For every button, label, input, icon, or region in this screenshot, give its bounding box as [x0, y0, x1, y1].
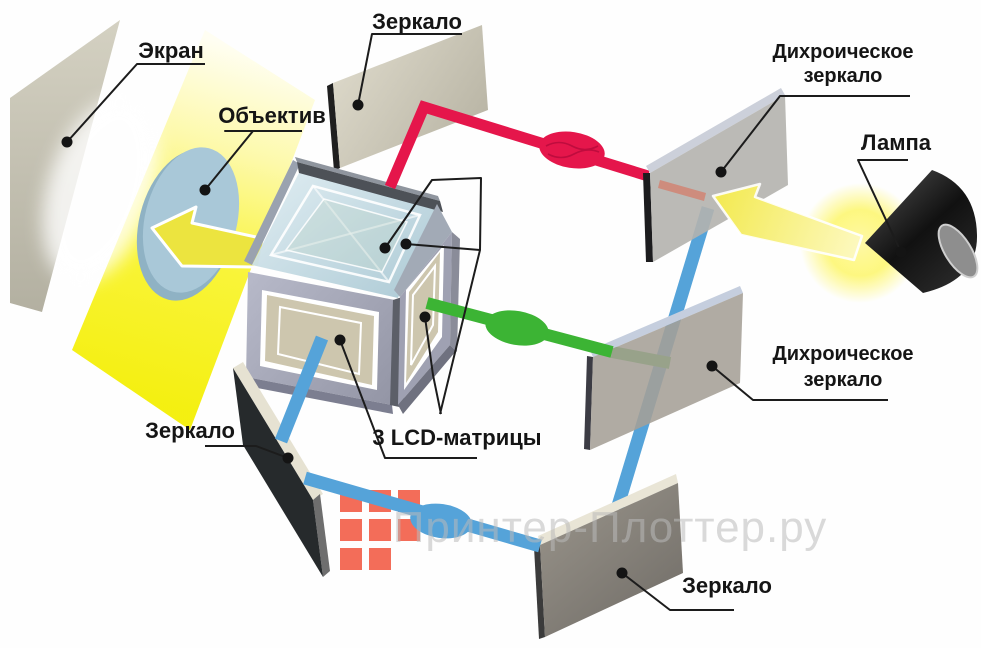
mirror-bottom-right: [534, 474, 683, 639]
lens-arrow-icon: [150, 205, 267, 269]
label-dichroic-1-line1: Дихроическое: [772, 41, 913, 63]
red-lens: [539, 131, 605, 169]
label-lamp: Лампа: [861, 130, 932, 155]
prism-top-glass: [252, 167, 437, 298]
lamp: [865, 170, 979, 293]
label-dichroic-2-line1: Дихроическое: [772, 343, 913, 365]
blue-lens: [410, 503, 472, 539]
mirror-top: [327, 25, 488, 171]
red-beam: [384, 100, 650, 190]
label-mirror-bottom-right: Зеркало: [682, 573, 772, 598]
watermark-text: Принтер-Плоттер.ру: [393, 503, 827, 552]
prism-cube: [244, 157, 460, 414]
red-reflection-streak: [658, 180, 706, 201]
green-lens: [485, 310, 549, 346]
lamp-cap: [937, 223, 979, 279]
label-lcd-matrices: 3 LCD-матрицы: [372, 425, 541, 450]
callout-lines: [61, 33, 910, 611]
dichroic-mirror-2: [584, 286, 743, 450]
blue-beam-to-cube: [274, 335, 329, 444]
label-mirror-bottom-left: Зеркало: [145, 418, 235, 443]
label-dichroic-2-line2: зеркало: [804, 369, 883, 391]
blue-beam-lower: [303, 471, 542, 553]
prism-back-edge: [297, 162, 443, 212]
label-dichroic-1-line2: зеркало: [804, 65, 883, 87]
label-mirror-top: Зеркало: [372, 9, 462, 34]
label-screen: Экран: [138, 38, 204, 63]
label-lens: Объектив: [218, 103, 326, 128]
dichroic-mirror-1: [643, 88, 788, 262]
lamp-beam-arrow-icon: [711, 182, 864, 262]
green-beam: [425, 297, 614, 358]
